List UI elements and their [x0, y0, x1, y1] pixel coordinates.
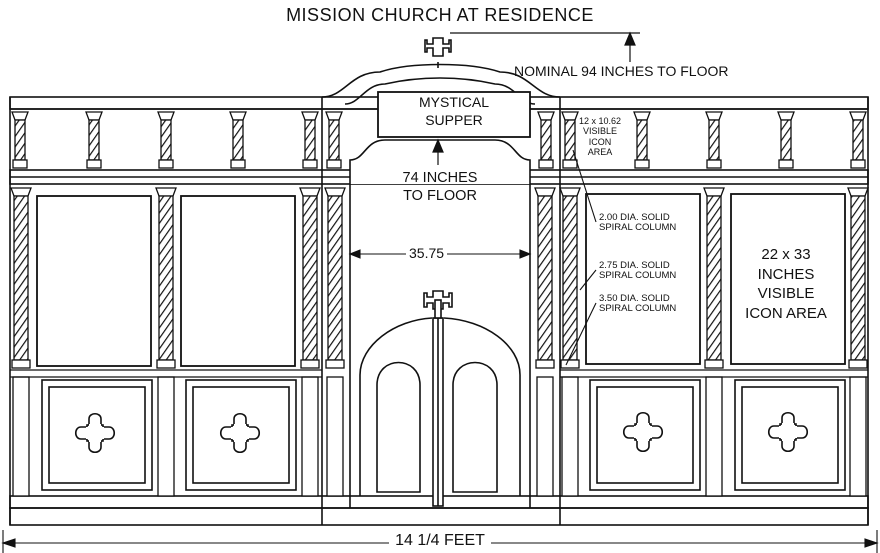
small-icon-line3: ICON — [588, 136, 612, 147]
spiral-column — [633, 111, 651, 169]
column-275-line2: SPIRAL COLUMN — [599, 270, 677, 282]
cross-icon — [74, 412, 116, 454]
doorway-height-label: 74 INCHES TO FLOOR — [360, 169, 520, 205]
pilaster — [849, 376, 867, 497]
height-dimension-leader — [450, 31, 640, 62]
large-icon-line3: VISIBLE — [757, 285, 815, 302]
mystical-supper-panel — [377, 91, 531, 138]
spiral-column — [157, 111, 175, 169]
spiral-column — [324, 187, 346, 369]
pilaster — [705, 376, 723, 497]
crest-arch — [321, 63, 561, 105]
spiral-column — [229, 111, 247, 169]
column-350-line2: SPIRAL COLUMN — [599, 303, 677, 315]
overall-width-value: 14 1/4 FEET — [389, 532, 491, 549]
spiral-column — [777, 111, 795, 169]
spiral-column — [299, 187, 321, 369]
spiral-column — [534, 187, 556, 369]
pilaster — [561, 376, 579, 497]
pilaster — [301, 376, 319, 497]
lower-spiral-columns — [10, 187, 869, 497]
pilaster — [12, 376, 30, 497]
overall-width-label: 14 1/4 FEET — [0, 532, 880, 550]
column-275-line1: 2.75 DIA. SOLID — [599, 260, 670, 271]
lower-cross-panels — [41, 379, 846, 491]
spiral-column — [849, 111, 867, 169]
spiral-column — [11, 111, 29, 169]
large-icon-area-note: 22 x 33 INCHES VISIBLE ICON AREA — [734, 245, 838, 323]
spiral-column — [537, 111, 555, 169]
royal-doors — [359, 317, 521, 507]
spiral-column — [703, 187, 725, 369]
spiral-column — [10, 187, 32, 369]
callout-leaders — [565, 149, 597, 366]
top-cross-icon — [424, 37, 452, 68]
spiral-column — [559, 187, 581, 369]
spiral-column — [561, 111, 579, 169]
doorway-width-label: 35.75 — [406, 246, 448, 261]
door-cross-icon — [423, 290, 453, 319]
column-350-line1: 3.50 DIA. SOLID — [599, 293, 670, 304]
pilaster — [326, 376, 344, 497]
small-icon-line2: VISIBLE — [582, 126, 618, 137]
mystical-supper-label: MYSTICAL SUPPER — [378, 94, 530, 129]
doorway-height-line2: TO FLOOR — [403, 188, 477, 205]
nominal-height-label: NOMINAL 94 INCHES TO FLOOR — [514, 63, 729, 79]
spiral-column — [301, 111, 319, 169]
cross-icon — [767, 411, 809, 453]
pilaster — [536, 376, 554, 497]
spiral-column — [85, 111, 103, 169]
mystical-supper-line2: SUPPER — [425, 111, 483, 128]
spiral-column — [155, 187, 177, 369]
drawing-title: MISSION CHURCH AT RESIDENCE — [286, 5, 594, 25]
column-200-line2: SPIRAL COLUMN — [599, 222, 677, 234]
mystical-supper-line1: MYSTICAL — [418, 94, 489, 110]
small-icon-line1: 12 x 10.62 — [578, 116, 622, 126]
large-icon-line1: 22 x 33 — [761, 246, 811, 263]
small-icon-area-note: 12 x 10.62 VISIBLE ICON AREA — [578, 116, 622, 158]
small-icon-line4: AREA — [587, 147, 613, 158]
spiral-column — [847, 187, 869, 369]
doorway-height-arrow — [432, 138, 444, 165]
cross-icon — [74, 411, 809, 454]
pilaster — [157, 376, 175, 497]
large-icon-panels — [10, 193, 868, 378]
column-350-note: 3.50 DIA. SOLID SPIRAL COLUMN — [599, 293, 677, 315]
upper-spiral-columns — [11, 111, 867, 169]
column-275-note: 2.75 DIA. SOLID SPIRAL COLUMN — [599, 260, 677, 282]
upper-doorway-arch — [349, 139, 531, 184]
column-200-note: 2.00 DIA. SOLID SPIRAL COLUMN — [599, 212, 677, 234]
column-200-line1: 2.00 DIA. SOLID — [599, 212, 670, 223]
large-icon-line2: INCHES — [757, 265, 815, 283]
cross-icon — [219, 412, 261, 454]
spiral-column — [325, 111, 343, 169]
spiral-column — [705, 111, 723, 169]
large-icon-line4: ICON AREA — [745, 304, 827, 322]
cross-icon — [622, 411, 664, 453]
doorway-height-line1: 74 INCHES — [402, 170, 478, 186]
